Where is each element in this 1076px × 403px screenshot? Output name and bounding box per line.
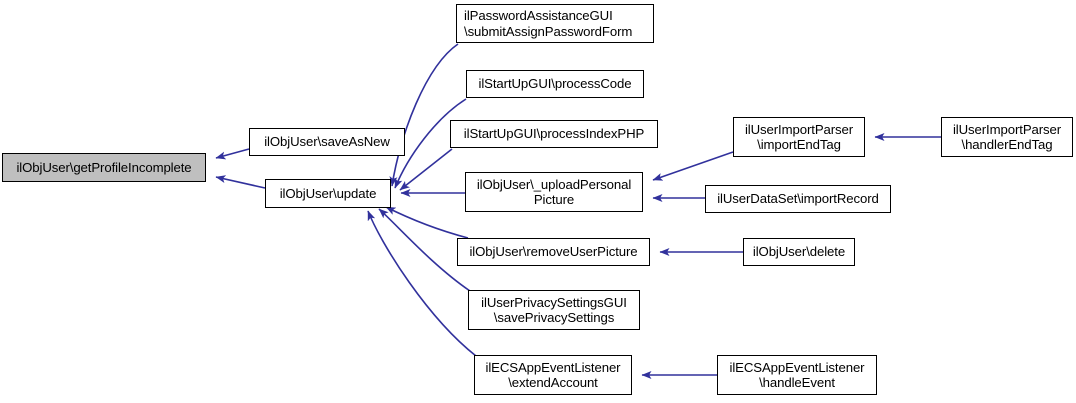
edge-submitassignpasswordform-to-update bbox=[389, 43, 459, 187]
node-handleevent[interactable]: ilECSAppEventListener \handleEvent bbox=[717, 355, 877, 395]
node-label: ilObjUser\_uploadPersonal Picture bbox=[476, 176, 632, 208]
node-processcode[interactable]: ilStartUpGUI\processCode bbox=[466, 70, 644, 98]
node-submitassignpasswordform[interactable]: ilPasswordAssistanceGUI \submitAssignPas… bbox=[456, 4, 654, 43]
node-label: ilUserPrivacySettingsGUI \savePrivacySet… bbox=[481, 294, 627, 326]
node-update[interactable]: ilObjUser\update bbox=[265, 179, 391, 208]
node-handlerendtag[interactable]: ilUserImportParser \handlerEndTag bbox=[941, 117, 1073, 157]
node-label: ilPasswordAssistanceGUI \submitAssignPas… bbox=[464, 8, 633, 39]
node-label: ilUserImportParser \handlerEndTag bbox=[952, 121, 1062, 153]
node-extendaccount[interactable]: ilECSAppEventListener \extendAccount bbox=[474, 355, 632, 395]
node-label: ilECSAppEventListener \extendAccount bbox=[485, 359, 621, 391]
node-label: ilUserImportParser \importEndTag bbox=[744, 121, 854, 153]
edge-processindexphp-to-update bbox=[399, 148, 453, 191]
node-importendtag[interactable]: ilUserImportParser \importEndTag bbox=[733, 117, 865, 157]
edge-importendtag-to-uploadpersonalpicture bbox=[652, 151, 734, 181]
node-label: ilObjUser\saveAsNew bbox=[264, 134, 390, 150]
node-label: ilObjUser\getProfileIncomplete bbox=[16, 159, 192, 175]
node-label: ilStartUpGUI\processIndexPHP bbox=[463, 126, 645, 142]
edge-extendaccount-to-update bbox=[367, 210, 477, 357]
edge-saveasnew-to-getprofileincomplete bbox=[215, 148, 250, 160]
node-uploadpersonalpicture[interactable]: ilObjUser\_uploadPersonal Picture bbox=[465, 172, 643, 212]
node-processindexphp[interactable]: ilStartUpGUI\processIndexPHP bbox=[450, 120, 658, 148]
node-label: ilECSAppEventListener \handleEvent bbox=[729, 359, 865, 391]
node-saveprivacysettings[interactable]: ilUserPrivacySettingsGUI \savePrivacySet… bbox=[468, 290, 640, 330]
edge-removeuserpicture-to-update bbox=[385, 206, 469, 239]
edge-update-to-getprofileincomplete bbox=[215, 175, 266, 189]
node-label: ilObjUser\delete bbox=[752, 244, 846, 260]
node-getprofileincomplete[interactable]: ilObjUser\getProfileIncomplete bbox=[2, 153, 206, 182]
node-delete[interactable]: ilObjUser\delete bbox=[743, 238, 855, 266]
node-label: ilUserDataSet\importRecord bbox=[717, 191, 879, 207]
node-removeuserpicture[interactable]: ilObjUser\removeUserPicture bbox=[457, 238, 650, 266]
node-label: ilStartUpGUI\processCode bbox=[478, 76, 632, 92]
node-importrecord[interactable]: ilUserDataSet\importRecord bbox=[705, 185, 891, 213]
node-saveasnew[interactable]: ilObjUser\saveAsNew bbox=[249, 128, 405, 156]
node-label: ilObjUser\update bbox=[279, 185, 377, 201]
node-label: ilObjUser\removeUserPicture bbox=[469, 244, 638, 260]
